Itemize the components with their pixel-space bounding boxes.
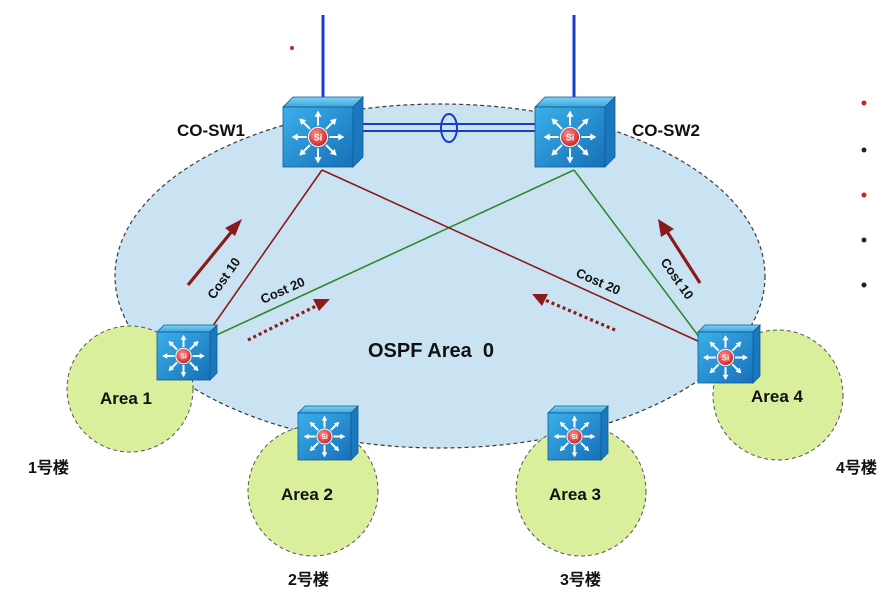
switch-badge-label: Si xyxy=(180,354,187,361)
building3-label: 3号楼 xyxy=(560,570,601,589)
access-switch-area1-icon: Si xyxy=(156,324,218,381)
ospf-area0-backbone xyxy=(114,103,766,449)
link-d1-sw1 xyxy=(209,169,323,331)
switch-badge-label: Si xyxy=(566,132,575,142)
area1-label: Area 1 xyxy=(100,389,152,408)
access-switch-area4-icon: Si xyxy=(697,324,761,384)
stray-dot xyxy=(290,46,294,50)
bullet-1 xyxy=(861,100,867,106)
access-switch-area3-icon: Si xyxy=(547,405,609,461)
backbone-label: OSPF Area 0 xyxy=(368,340,494,362)
area2-label: Area 2 xyxy=(281,485,333,504)
core-switch1-label: CO-SW1 xyxy=(177,121,245,140)
building2-label: 2号楼 xyxy=(288,570,329,589)
access-switch-area2-icon: Si xyxy=(297,405,359,461)
building1-label: 1号楼 xyxy=(28,458,69,477)
bullet-3 xyxy=(861,192,867,198)
switch-badge-label: Si xyxy=(722,353,730,362)
bullet-5 xyxy=(861,282,867,288)
building4-label: 4号楼 xyxy=(836,458,877,477)
traffic-arrow-right-dotted xyxy=(532,294,616,332)
switch-badge-label: Si xyxy=(321,434,328,441)
area4-label: Area 4 xyxy=(751,387,804,406)
link-d4-sw2 xyxy=(573,169,701,339)
core-switch-sw1-icon: Si xyxy=(282,96,364,168)
area3-label: Area 3 xyxy=(549,485,601,504)
link-d1-sw2 xyxy=(209,169,575,339)
core-switch2-label: CO-SW2 xyxy=(632,121,700,140)
switch-badge-label: Si xyxy=(314,132,323,142)
core-switch-sw2-icon: Si xyxy=(534,96,616,168)
bullet-4 xyxy=(861,237,867,243)
bullet-2 xyxy=(861,147,867,153)
link-d4-sw1 xyxy=(321,169,701,343)
traffic-arrow-left-solid xyxy=(186,219,242,287)
traffic-arrow-right-solid xyxy=(658,219,702,284)
etherchannel-icon xyxy=(440,113,458,143)
switch-badge-label: Si xyxy=(571,434,578,441)
traffic-arrow-left-dotted xyxy=(247,299,330,342)
